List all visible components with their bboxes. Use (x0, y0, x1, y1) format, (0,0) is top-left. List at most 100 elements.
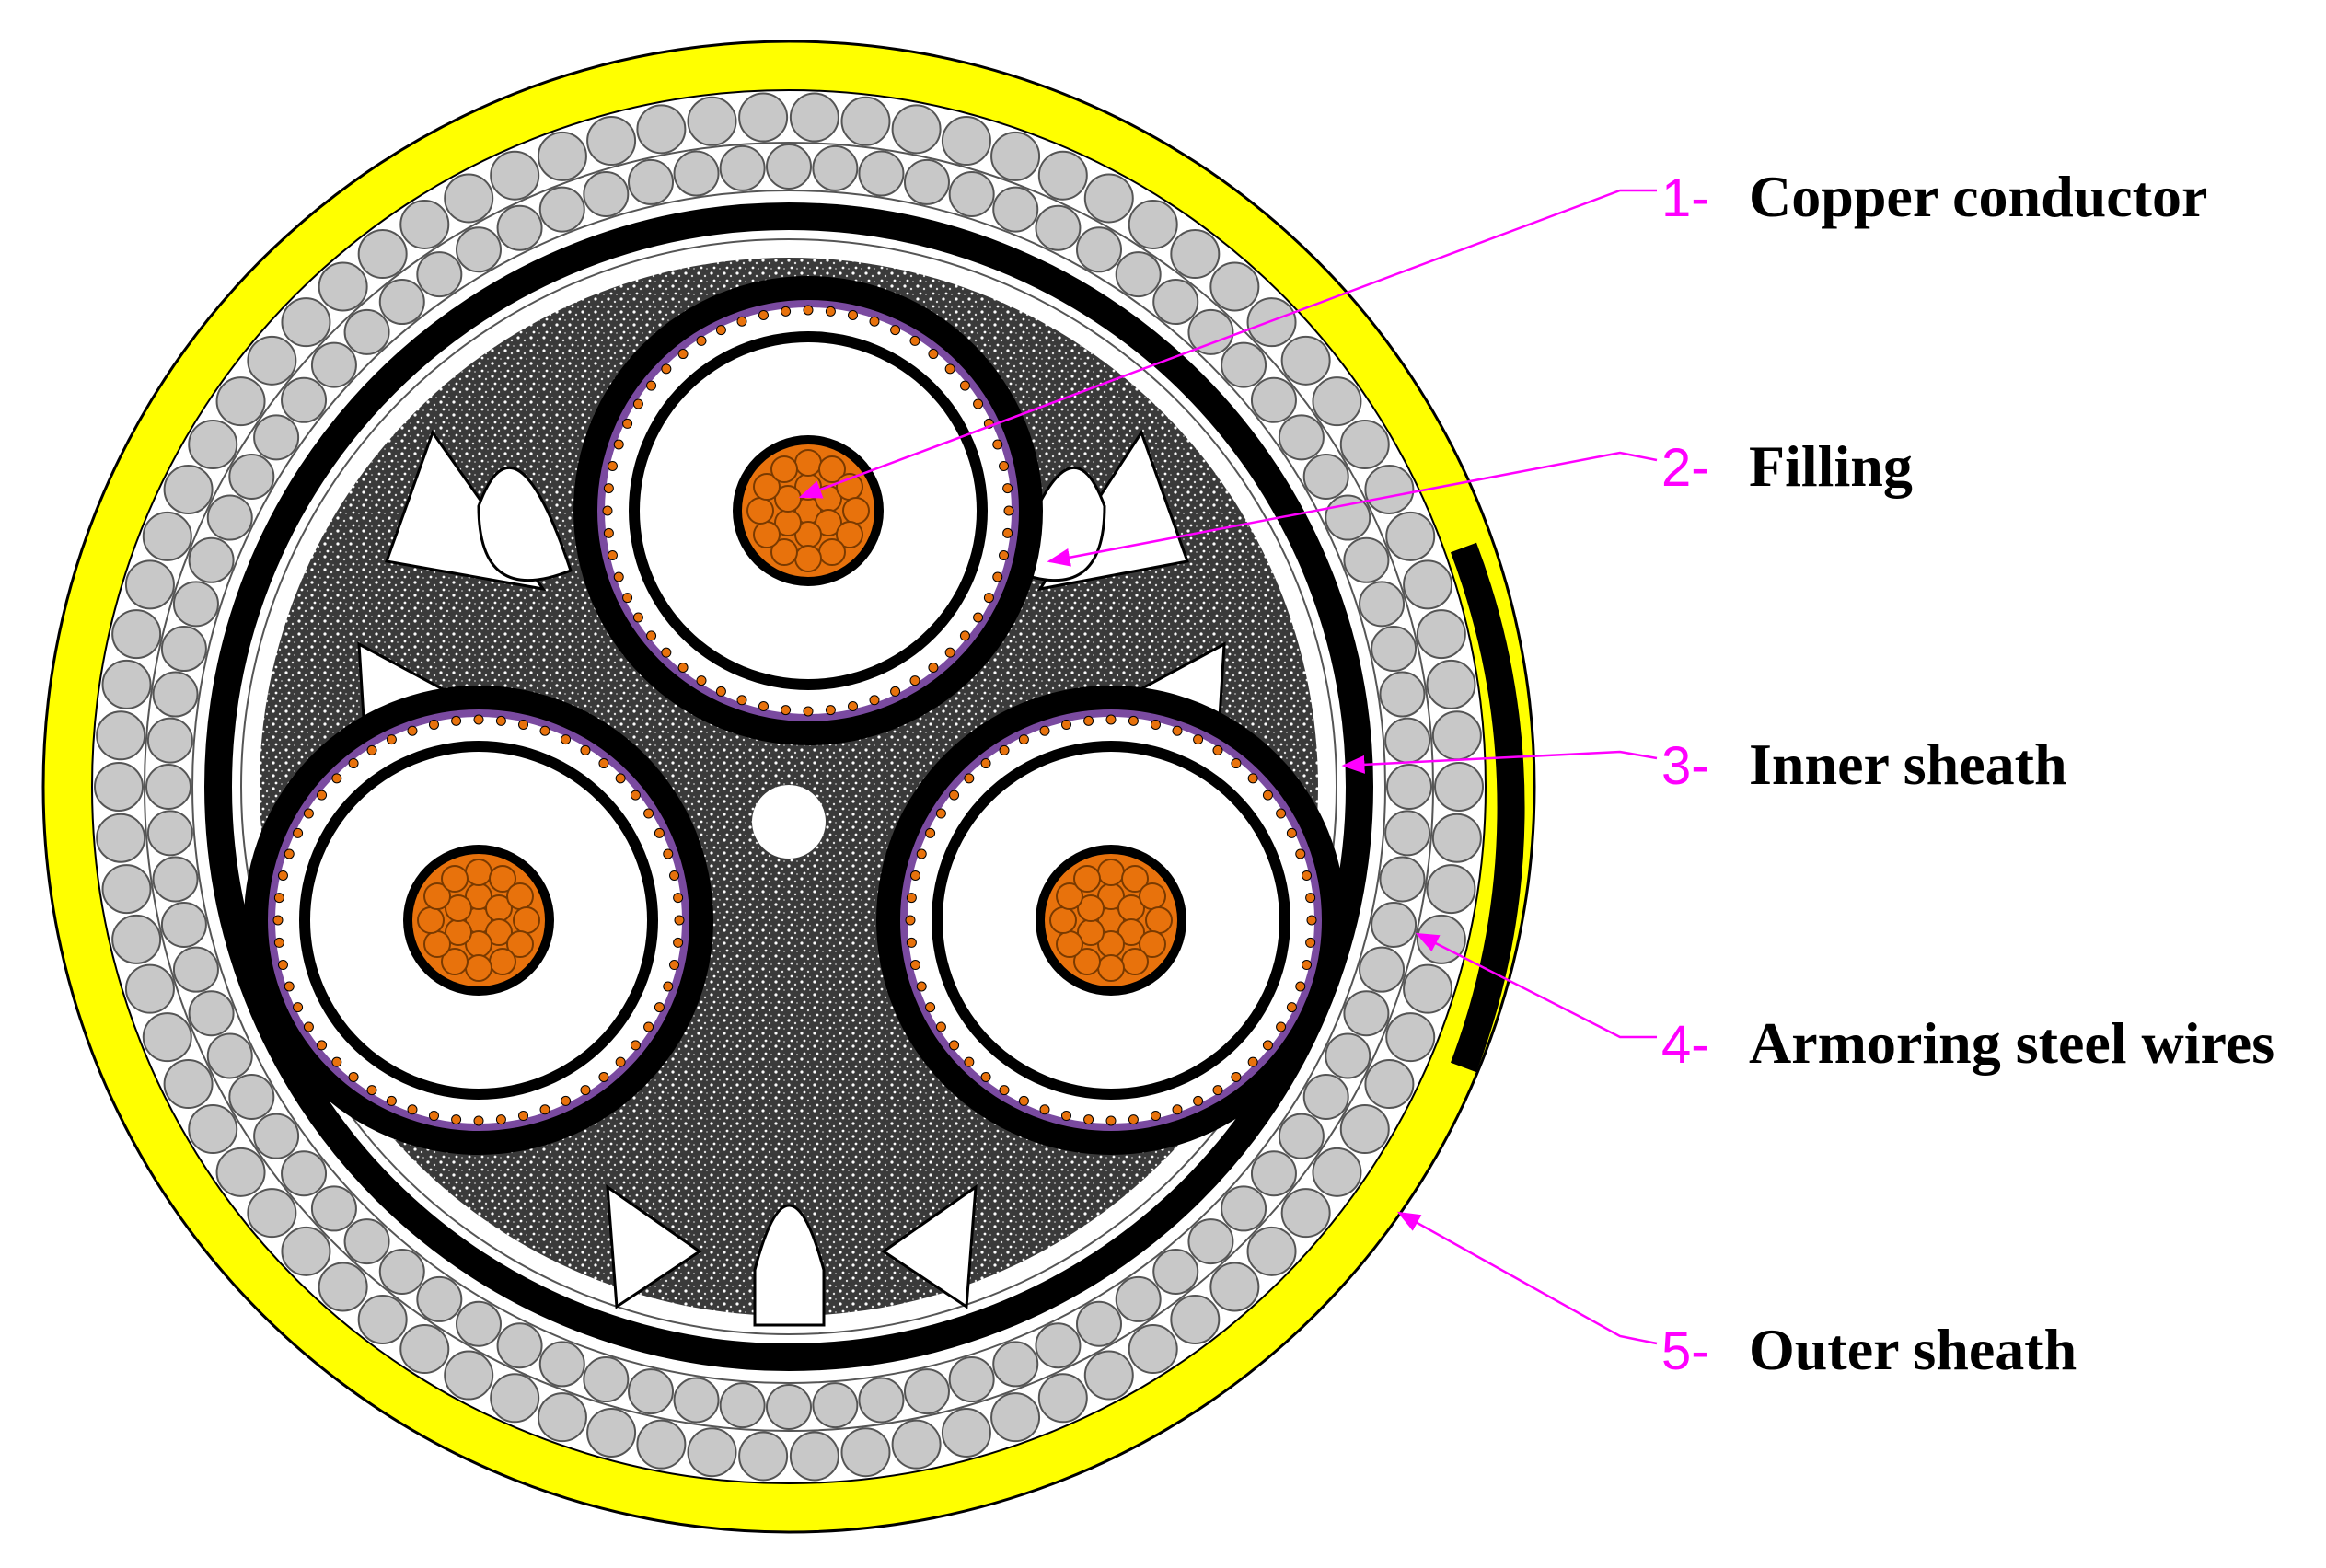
armor-wire (992, 1341, 1039, 1388)
screen-wire (890, 686, 901, 697)
screen-wire (632, 398, 643, 409)
screen-wire (944, 647, 955, 658)
armor-wire (1221, 341, 1267, 388)
callout-outer-sheath: 5-Outer sheath (1396, 1211, 2077, 1382)
label-text: Armoring steel wires (1749, 1010, 2274, 1076)
armor-wire (1280, 1188, 1331, 1239)
filling-void (881, 1183, 978, 1309)
screen-wire (277, 960, 288, 971)
screen-wire (495, 1114, 506, 1125)
armor-wire (1416, 914, 1466, 964)
armor-wire (1076, 226, 1122, 273)
armor-wire (215, 376, 266, 427)
armor-wire (163, 464, 214, 514)
screen-wire (273, 937, 284, 948)
armor-wire (583, 170, 630, 217)
armor-wire (941, 1407, 991, 1458)
screen-wire (1039, 1104, 1050, 1115)
armor-wire (538, 186, 585, 233)
screen-wire (607, 550, 618, 561)
copper-strand (1049, 906, 1077, 934)
screen-wire (518, 719, 529, 730)
copper-strand (1139, 930, 1166, 958)
armor-wire (1035, 1322, 1082, 1369)
callout-copper-conductor: 1-Copper conductor (798, 164, 2207, 499)
screen-wire (473, 1115, 484, 1126)
armor-wire (687, 96, 737, 146)
callout-inner-sheath: 3-Inner sheath (1341, 732, 2067, 797)
armor-wire (378, 279, 425, 326)
armor-wire (858, 150, 905, 197)
screen-wire (331, 1056, 342, 1067)
armor-wire (496, 1322, 543, 1369)
screen-wire (781, 705, 792, 716)
screen-wire (674, 915, 685, 926)
copper-strand (1117, 918, 1145, 946)
screen-wire (1276, 808, 1287, 819)
screen-wire (428, 1111, 439, 1122)
screen-wire (1151, 719, 1162, 730)
screen-wire (615, 1056, 626, 1067)
copper-strand (1121, 948, 1149, 975)
armor-wire (1371, 626, 1418, 673)
leader-line (1415, 932, 1657, 1039)
screen-wire (580, 1085, 591, 1096)
armor-wire (948, 170, 995, 217)
copper-strand (1139, 882, 1166, 910)
screen-wire (964, 1056, 975, 1067)
screen-wire (1060, 1111, 1071, 1122)
filling-void (606, 1183, 702, 1309)
label-number: 4- (1661, 1015, 1709, 1075)
screen-wire (906, 937, 917, 948)
armor-wire (538, 1341, 585, 1388)
armor-wire (281, 297, 331, 348)
armor-wire (206, 494, 253, 541)
screen-wire (428, 719, 439, 730)
screen-wire (696, 335, 707, 346)
copper-strand (506, 882, 534, 910)
armor-wire (789, 1431, 839, 1482)
copper-strand (506, 930, 534, 958)
armor-wire (1325, 1032, 1371, 1079)
screen-wire (615, 773, 626, 784)
armor-wire (687, 1427, 737, 1478)
copper-strand (441, 865, 469, 893)
armor-wire (636, 104, 687, 155)
leader-line (1047, 451, 1658, 567)
armor-wire (1359, 581, 1406, 628)
screen-wire (303, 1021, 314, 1032)
screen-wire (602, 505, 613, 516)
armor-wire (444, 1350, 494, 1401)
screen-wire (935, 1021, 946, 1032)
screen-wire (1151, 1111, 1162, 1122)
armor-wire (840, 1427, 891, 1478)
copper-strand (465, 954, 492, 982)
armor-wire (1187, 1218, 1234, 1265)
armor-wire (142, 1012, 192, 1063)
copper-strand (770, 538, 798, 566)
armor-wire (719, 1382, 766, 1429)
screen-wire (277, 870, 288, 881)
armor-wire (766, 1384, 812, 1430)
copper-strand (1097, 859, 1125, 886)
armor-wire (281, 376, 328, 423)
armor-wire (891, 104, 942, 155)
armor-wire (188, 990, 235, 1037)
armor-wire (586, 116, 637, 167)
screen-wire (905, 915, 916, 926)
armor-wire (1209, 1262, 1260, 1312)
armor-wire (1385, 1012, 1436, 1063)
armor-wire (1403, 559, 1453, 610)
screen-wire (1039, 725, 1050, 736)
armor-wire (1379, 856, 1426, 903)
armor-wire (1431, 710, 1482, 761)
armor-wire (101, 659, 152, 709)
screen-wire (928, 349, 939, 360)
armor-wire (941, 116, 991, 167)
armor-wire (310, 1185, 357, 1232)
screen-wire (366, 744, 377, 755)
armor-wire (1434, 762, 1484, 812)
armor-wire (1250, 376, 1297, 423)
armor-wire (628, 1368, 675, 1415)
